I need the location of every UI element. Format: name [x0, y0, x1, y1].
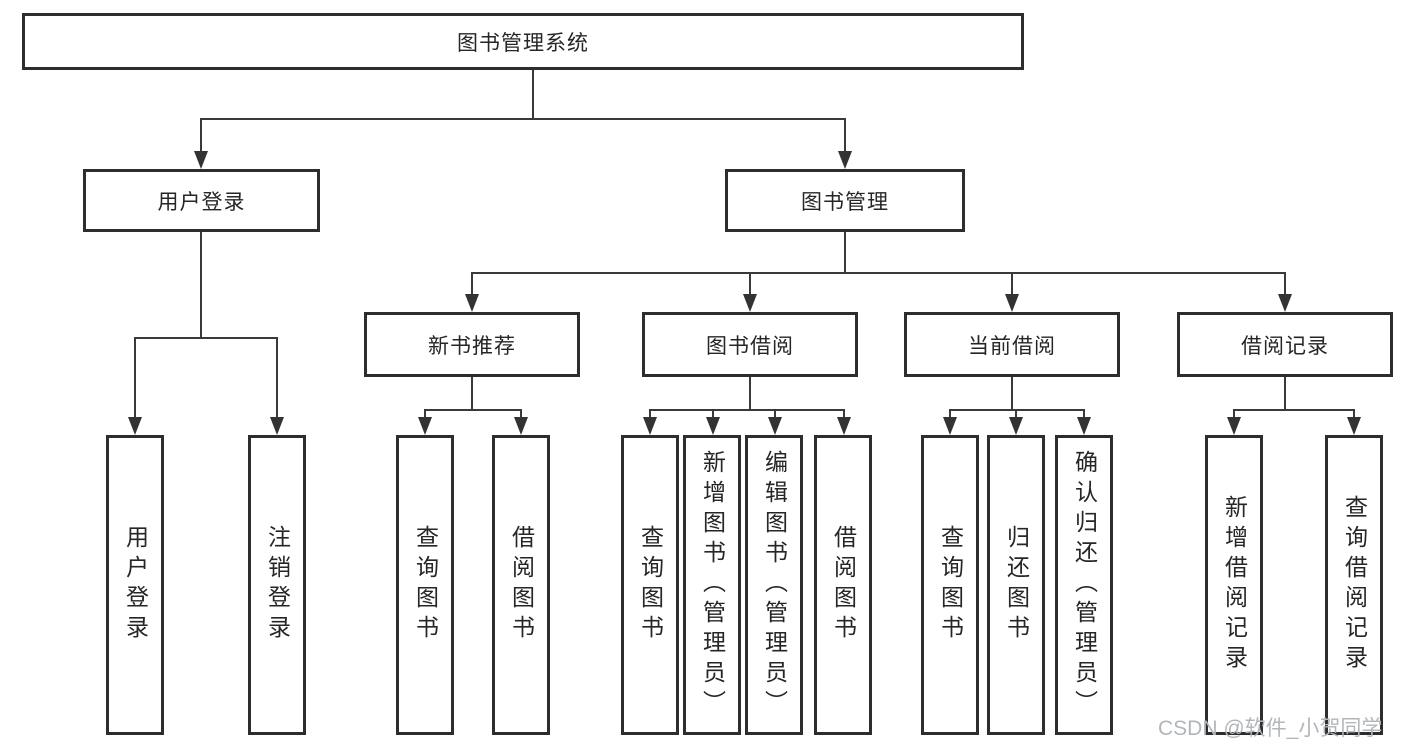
- connector-vline: [1233, 409, 1235, 421]
- connector-vline: [749, 377, 751, 411]
- connector-hline: [649, 409, 845, 411]
- arrow-down-icon: [514, 417, 528, 435]
- leaf-label: 查询图书: [637, 525, 664, 645]
- connector-vline: [749, 272, 751, 297]
- arrow-down-icon: [194, 151, 208, 169]
- arrow-down-icon: [1005, 294, 1019, 312]
- connector-hline: [424, 409, 522, 411]
- leaf-label: 用户登录: [122, 525, 149, 645]
- node-label: 图书管理系统: [457, 31, 589, 55]
- connector-vline: [843, 409, 845, 421]
- node-label: 图书管理: [801, 190, 889, 214]
- connector-vline: [532, 70, 534, 120]
- connector-vline: [844, 118, 846, 152]
- arrow-down-icon: [706, 417, 720, 435]
- node-label: 用户登录: [157, 190, 246, 214]
- connector-hline: [134, 337, 278, 339]
- arrow-down-icon: [465, 294, 479, 312]
- leaf-label: 新增图书（管理员）: [699, 450, 726, 720]
- csdn-watermark: CSDN @软件_小贺同学: [1158, 717, 1383, 740]
- leaf-add-borrow-record: 新增借阅记录: [1205, 435, 1263, 735]
- connector-vline: [712, 409, 714, 421]
- node-label: 图书借阅: [706, 334, 794, 358]
- node-library-system: 图书管理系统: [22, 13, 1024, 70]
- node-user-login: 用户登录: [83, 169, 320, 232]
- connector-vline: [949, 409, 951, 421]
- leaf-label: 查询借阅记录: [1341, 495, 1368, 675]
- leaf-label: 归还图书: [1003, 525, 1030, 645]
- leaf-label: 确认归还（管理员）: [1071, 450, 1098, 720]
- connector-vline: [276, 337, 278, 419]
- leaf-label: 编辑图书（管理员）: [761, 450, 788, 720]
- arrow-down-icon: [270, 417, 284, 435]
- leaf-label: 查询图书: [937, 525, 964, 645]
- arrow-down-icon: [1278, 294, 1292, 312]
- arrow-down-icon: [1347, 417, 1361, 435]
- leaf-label: 新增借阅记录: [1221, 495, 1248, 675]
- arrow-down-icon: [837, 417, 851, 435]
- connector-vline: [520, 409, 522, 421]
- arrow-down-icon: [743, 294, 757, 312]
- arrow-down-icon: [943, 417, 957, 435]
- leaf-borrow-books-recommend: 借阅图书: [492, 435, 550, 735]
- connector-vline: [1083, 409, 1085, 421]
- arrow-down-icon: [643, 417, 657, 435]
- connector-hline: [200, 118, 846, 120]
- connector-vline: [200, 232, 202, 339]
- arrow-down-icon: [838, 151, 852, 169]
- connector-vline: [200, 118, 202, 152]
- node-current-borrowing: 当前借阅: [904, 312, 1120, 377]
- leaf-query-books-current: 查询图书: [921, 435, 979, 735]
- leaf-user-login: 用户登录: [106, 435, 164, 735]
- connector-vline: [844, 232, 846, 274]
- node-book-borrowing: 图书借阅: [642, 312, 858, 377]
- connector-vline: [774, 409, 776, 421]
- node-book-management: 图书管理: [725, 169, 965, 232]
- connector-hline: [1233, 409, 1355, 411]
- leaf-edit-books-admin: 编辑图书（管理员）: [745, 435, 803, 735]
- arrow-down-icon: [128, 417, 142, 435]
- connector-vline: [1353, 409, 1355, 421]
- connector-vline: [1011, 377, 1013, 411]
- leaf-query-borrow-record: 查询借阅记录: [1325, 435, 1383, 735]
- node-label: 新书推荐: [428, 334, 516, 358]
- leaf-confirm-return-admin: 确认归还（管理员）: [1055, 435, 1113, 735]
- connector-vline: [649, 409, 651, 421]
- connector-vline: [134, 337, 136, 419]
- connector-vline: [1284, 377, 1286, 411]
- arrow-down-icon: [1009, 417, 1023, 435]
- leaf-return-books: 归还图书: [987, 435, 1045, 735]
- connector-vline: [1284, 272, 1286, 297]
- arrow-down-icon: [1077, 417, 1091, 435]
- leaf-label: 借阅图书: [508, 525, 535, 645]
- connector-vline: [1011, 272, 1013, 297]
- leaf-add-books-admin: 新增图书（管理员）: [683, 435, 741, 735]
- connector-vline: [424, 409, 426, 421]
- node-label: 借阅记录: [1241, 334, 1329, 358]
- connector-hline: [949, 409, 1085, 411]
- leaf-label: 注销登录: [264, 525, 291, 645]
- leaf-label: 查询图书: [412, 525, 439, 645]
- node-label: 当前借阅: [968, 334, 1056, 358]
- leaf-query-books-recommend: 查询图书: [396, 435, 454, 735]
- node-borrow-records: 借阅记录: [1177, 312, 1393, 377]
- leaf-borrow-books: 借阅图书: [814, 435, 872, 735]
- connector-vline: [1015, 409, 1017, 421]
- arrow-down-icon: [768, 417, 782, 435]
- connector-vline: [471, 272, 473, 297]
- connector-vline: [471, 377, 473, 411]
- connector-hline: [471, 272, 1286, 274]
- leaf-query-books-borrowing: 查询图书: [621, 435, 679, 735]
- node-new-book-recommend: 新书推荐: [364, 312, 580, 377]
- arrow-down-icon: [418, 417, 432, 435]
- leaf-label: 借阅图书: [830, 525, 857, 645]
- leaf-logout: 注销登录: [248, 435, 306, 735]
- arrow-down-icon: [1227, 417, 1241, 435]
